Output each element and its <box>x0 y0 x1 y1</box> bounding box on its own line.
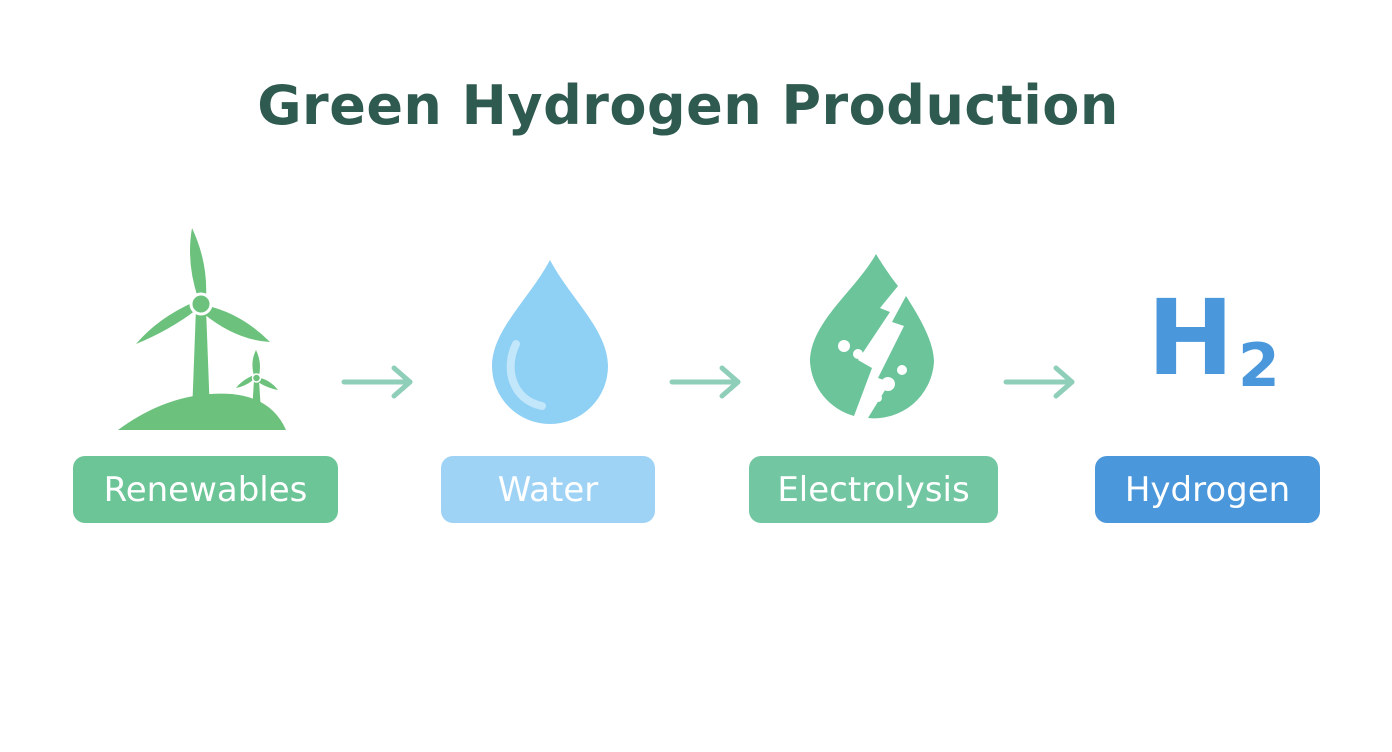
water-drop-icon <box>492 260 608 424</box>
flow-arrow-2 <box>669 365 741 399</box>
water-label-text: Water <box>497 469 599 510</box>
electrolysis-drop-icon <box>810 254 934 419</box>
electrolysis-label-text: Electrolysis <box>777 469 970 510</box>
flow-arrow-3 <box>1003 365 1075 399</box>
renewables-label-text: Renewables <box>103 469 308 510</box>
h2-base-text: H <box>1147 277 1235 399</box>
flow-arrow-1 <box>341 365 413 399</box>
hydrogen-label: Hydrogen <box>1095 456 1320 523</box>
water-label: Water <box>441 456 655 523</box>
h2-symbol-icon: H2 <box>1147 286 1280 396</box>
electrolysis-label: Electrolysis <box>749 456 998 523</box>
diagram-title: Green Hydrogen Production <box>257 74 1119 137</box>
renewables-label: Renewables <box>73 456 338 523</box>
h2-subscript-text: 2 <box>1238 331 1280 401</box>
wind-turbine-icon <box>118 228 286 430</box>
hydrogen-label-text: Hydrogen <box>1124 469 1291 510</box>
